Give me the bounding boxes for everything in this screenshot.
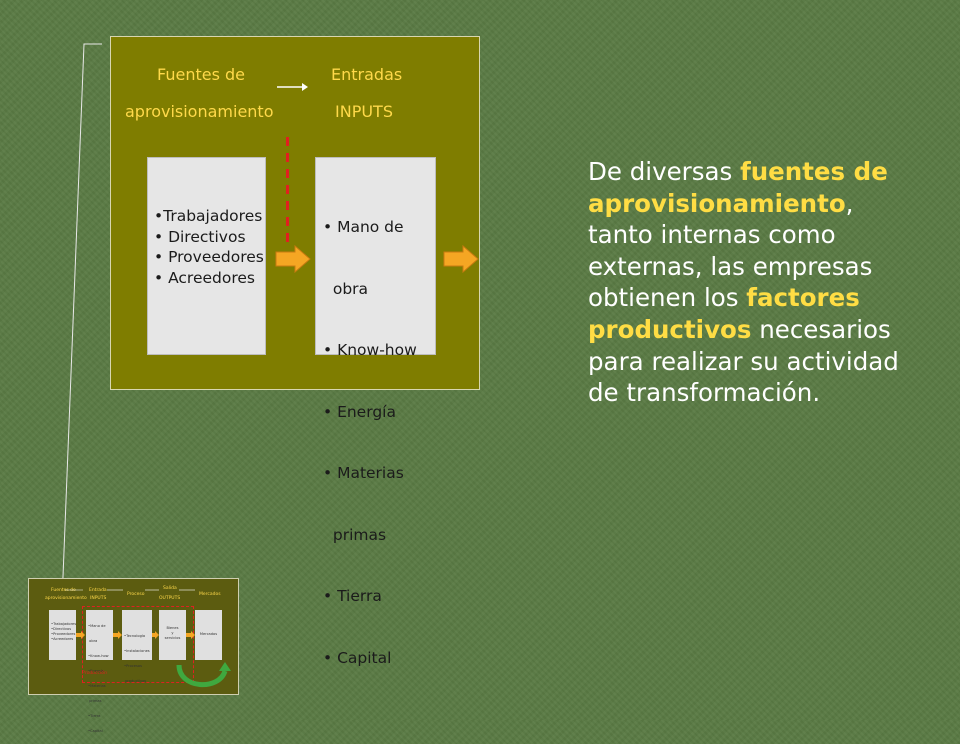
thumb-line: •Instalaciones [124,649,150,653]
list-item: • Directivos [154,227,246,246]
list-item: obra [323,279,369,298]
list-item: • Tierra [323,587,382,605]
thumb-header: Fuentes de [51,588,76,593]
thumb-header: Salida [163,586,177,591]
thumb-box-process: •Tecnología •Instalaciones •Procesos pro… [122,610,152,683]
thumb-line: y [171,631,174,635]
thumb-line: Mercados [199,632,218,636]
thumb-header: Entrada [89,588,107,593]
thumb-header: aprovisionamiento [45,596,87,601]
list-item: • Acreedores [154,268,255,287]
thumb-line: •Trabajadores [51,622,77,626]
thumb-box-outputs: Bienes y servicios [159,610,186,660]
para-text: De diversas [588,157,741,186]
thumb-box-markets: Mercados [195,610,222,660]
para-text: , tanto internas como externas, las empr… [588,188,873,313]
description-paragraph: De diversas fuentes de aprovisionamiento… [588,156,918,409]
thumb-line: •Tierra [88,714,101,718]
thumb-line: •Materias [88,684,106,688]
thumb-line: productivos [124,679,147,683]
diagram-thumbnail: Fuentes de aprovisionamiento Entrada INP… [28,578,239,733]
header-inputs-line1: Entradas [331,65,403,84]
thumb-line: •Tecnología [124,634,146,638]
dash-segment [286,201,289,210]
connector-line [61,43,102,603]
para-highlight: fuentes de aprovisionamiento [588,157,888,218]
thumb-footer-label: Producción [82,671,107,676]
thumb-line: obra [88,639,98,643]
thumb-line: •Capital [88,729,103,733]
thumb-box-sources: •Trabajadores •Directivos •Proveedores •… [49,610,76,660]
thumb-line: •Know-how [88,654,109,658]
thumb-box-inputs: •Mano de obra •Know-how •Energía •Materi… [86,610,113,733]
thumb-line: •Acreedores [51,637,74,641]
para-highlight: factores productivos [588,283,860,344]
thumb-header: Proceso [127,592,145,597]
list-item: • Proveedores [154,248,264,266]
dash-segment [286,169,289,178]
list-item: • Know-how [323,341,417,359]
thumb-line: •Proveedores [51,632,76,636]
inputs-box: • Mano de obra • Know-how • Energía • Ma… [315,157,436,667]
para-text: necesarios para realizar su actividad de… [588,314,899,408]
dash-segment [286,185,289,194]
inputs-list: • Mano de obra • Know-how • Energía • Ma… [323,176,417,709]
header-sources-line2: aprovisionamiento [125,102,274,121]
thumb-line: •Mano de [88,624,106,628]
thumb-line: primas [88,699,102,703]
list-item: • Mano de [323,218,404,236]
dash-segment [286,217,289,226]
thumb-line: •Directivos [51,627,72,631]
dash-segment [286,233,289,242]
thumb-arrows [65,589,231,687]
list-item: • Materias [323,464,404,482]
list-item: primas [323,525,387,544]
thumb-header: INPUTS [90,596,107,601]
dash-segment [286,137,289,146]
thumb-header: OUTPUTS [159,596,181,601]
header-inputs-line2: INPUTS [335,102,393,121]
thumb-line: •Procesos [124,664,142,668]
arrow-right-icon [443,245,479,273]
header-arrow-icon [277,83,308,91]
list-item: • Capital [323,648,392,667]
dash-segment [286,153,289,162]
arrow-right-icon [275,245,311,273]
diagram-panel: Fuentes de aprovisionamiento Entradas IN… [110,36,480,667]
sources-list: •Trabajadores • Directivos • Proveedores… [154,206,264,288]
list-item: •Trabajadores [154,207,263,225]
header-sources-line1: Fuentes de [157,65,245,84]
list-item: • Energía [323,402,396,421]
production-outline [82,606,194,683]
sources-box: •Trabajadores • Directivos • Proveedores… [147,157,266,355]
thumb-line: •Energía [88,669,104,673]
thumb-header: Mercados [199,592,221,597]
thumb-line: Bienes [166,626,179,630]
thumb-line: servicios [164,636,181,640]
